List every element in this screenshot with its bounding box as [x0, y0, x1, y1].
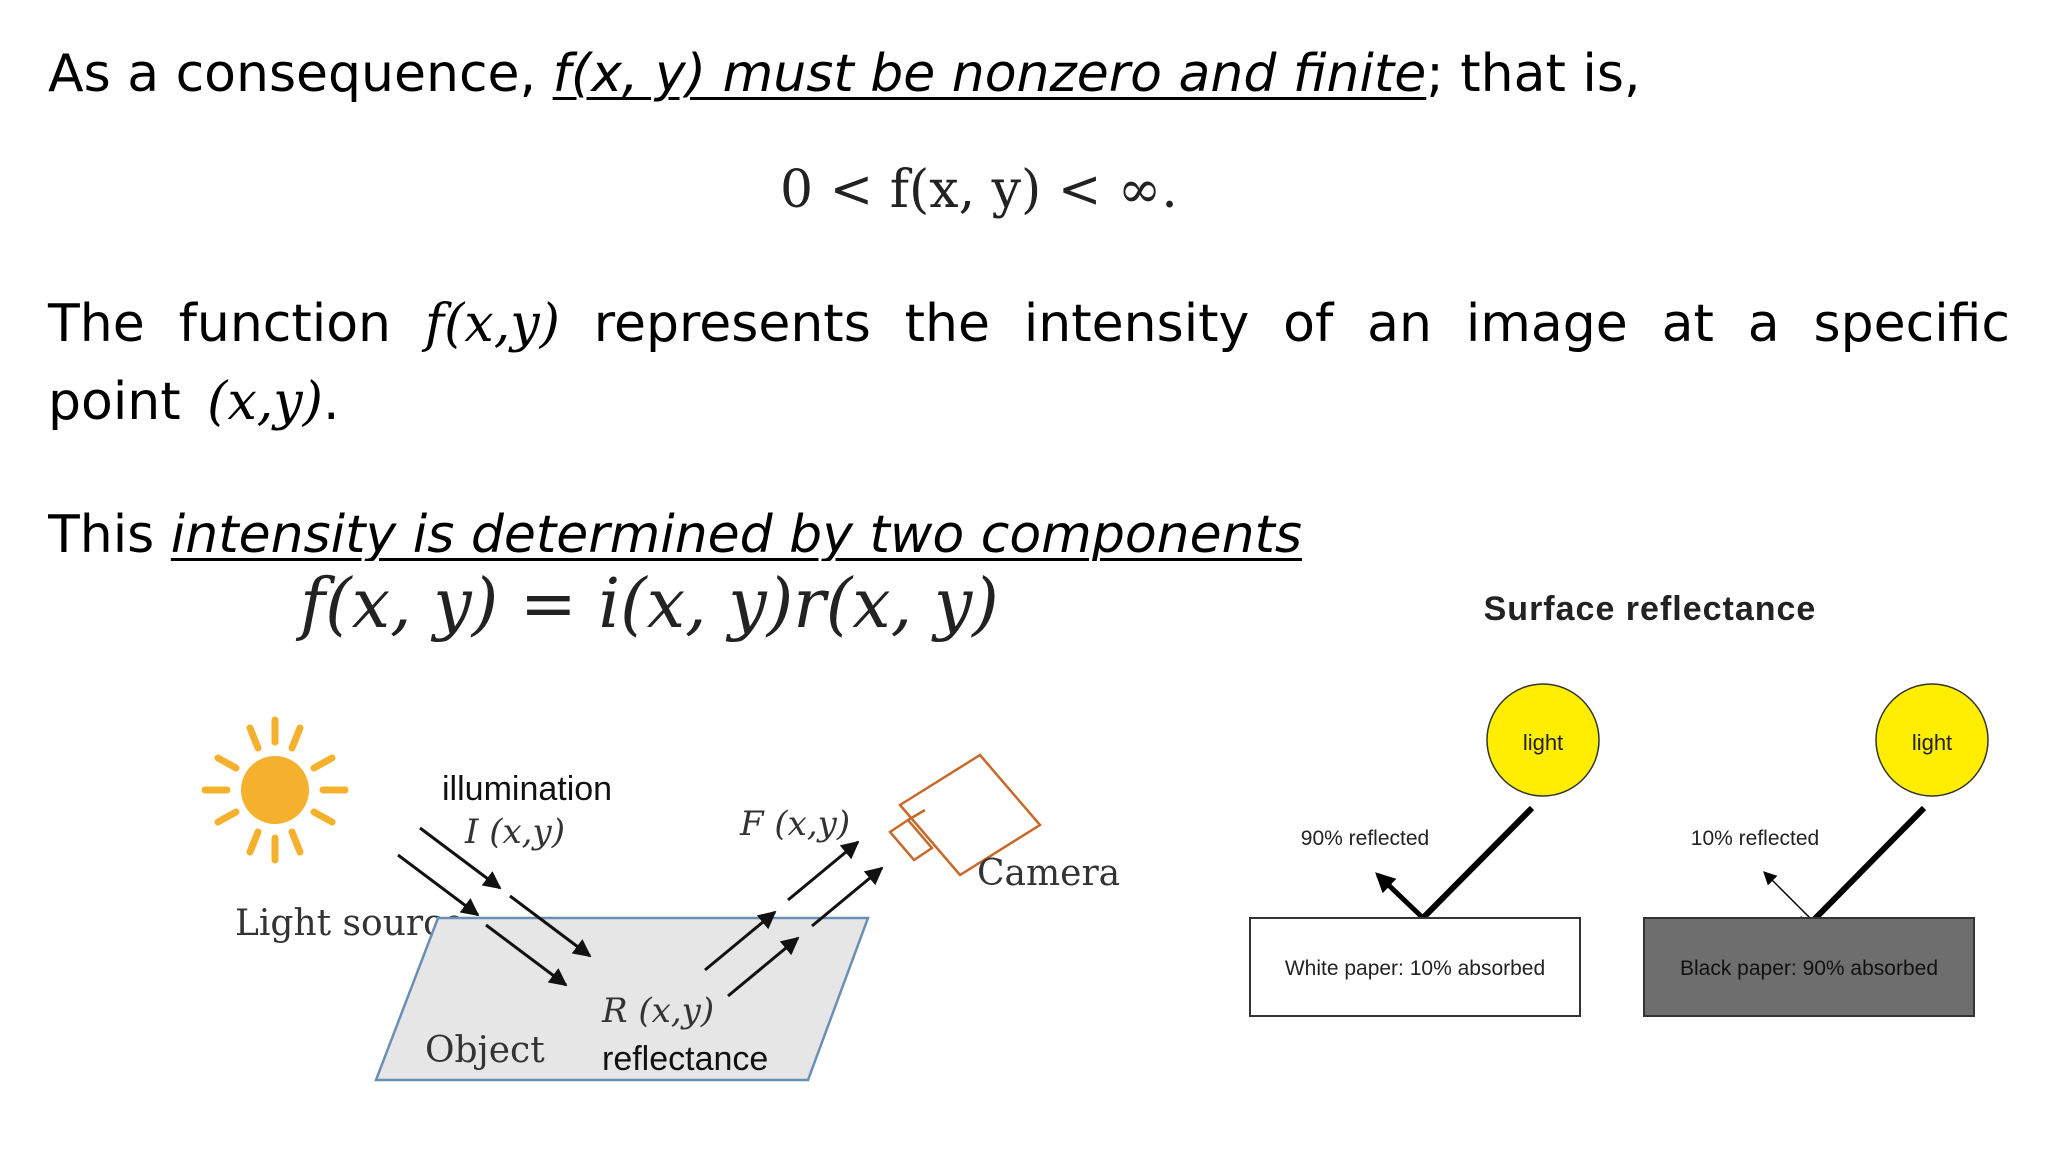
sun-icon — [201, 716, 349, 864]
surface-reflectance-diagram: Surface reflectance light 90% reflected … — [1249, 590, 1989, 1017]
components-sentence: This intensity is determined by two comp… — [48, 505, 1302, 561]
reflectance-symbol: R (x,y) — [601, 991, 714, 1031]
object-plane — [374, 916, 870, 1082]
consequence-sentence: As a consequence, f(x, y) must be nonzer… — [48, 44, 1640, 104]
white-light-label: light — [1523, 730, 1563, 755]
intensity-paragraph: The function f(x,y) represents the inten… — [48, 285, 2010, 441]
para-end: . — [322, 372, 340, 432]
para-func: f — [424, 294, 445, 354]
black-paper — [1643, 917, 1975, 1017]
object-label: Object — [425, 1030, 545, 1071]
components-emphasis: intensity is determined by two component… — [170, 505, 1303, 561]
inequality-equation: 0 < f(x, y) < ∞. — [780, 160, 1178, 220]
light-icon — [1486, 683, 1600, 797]
black-paper-label: Black paper: 90% absorbed — [1680, 957, 1938, 980]
illumination-symbol: I (x,y) — [464, 812, 565, 852]
illumination-label: illumination — [442, 770, 612, 808]
surface-reflectance-title: Surface reflectance — [1484, 590, 1817, 628]
illumination-reflectance-diagram: Light source Object illumination I (x,y)… — [201, 716, 1120, 1082]
white-paper-setup: light 90% reflected White paper: 10% abs… — [1249, 683, 1600, 1017]
para-lead: The function — [48, 294, 425, 354]
para-rest: represents the intensity of an image at … — [48, 294, 2010, 432]
black-light-label: light — [1912, 730, 1952, 755]
components-prefix: This — [48, 505, 171, 561]
consequence-suffix: ; that is, — [1426, 44, 1641, 104]
white-paper-label: White paper: 10% absorbed — [1285, 957, 1545, 980]
illumination-arrows — [397, 826, 592, 987]
light-icon — [1875, 683, 1989, 797]
reflected-symbol: F (x,y) — [739, 804, 850, 844]
consequence-emphasis: f(x, y) must be nonzero and finite — [552, 44, 1427, 104]
white-reflected-label: 90% reflected — [1301, 827, 1429, 850]
para-point: (x,y) — [207, 372, 323, 432]
camera-label: Camera — [977, 853, 1120, 894]
product-equation: f(x, y) = i(x, y)r(x, y) — [300, 565, 999, 644]
consequence-prefix: As a consequence, — [48, 44, 553, 104]
para-args: (x,y) — [444, 294, 560, 354]
reflectance-label: reflectance — [602, 1040, 768, 1078]
product-equation-text: f(x, y) = i(x, y)r(x, y) — [300, 565, 999, 644]
light-source-label: Light source — [235, 903, 465, 944]
reflected-arrows — [704, 840, 884, 998]
camera-icon — [888, 753, 1042, 877]
black-reflected-label: 10% reflected — [1691, 827, 1819, 850]
white-paper — [1249, 917, 1581, 1017]
black-paper-setup: light 10% reflected Black paper: 90% abs… — [1643, 683, 1989, 1017]
